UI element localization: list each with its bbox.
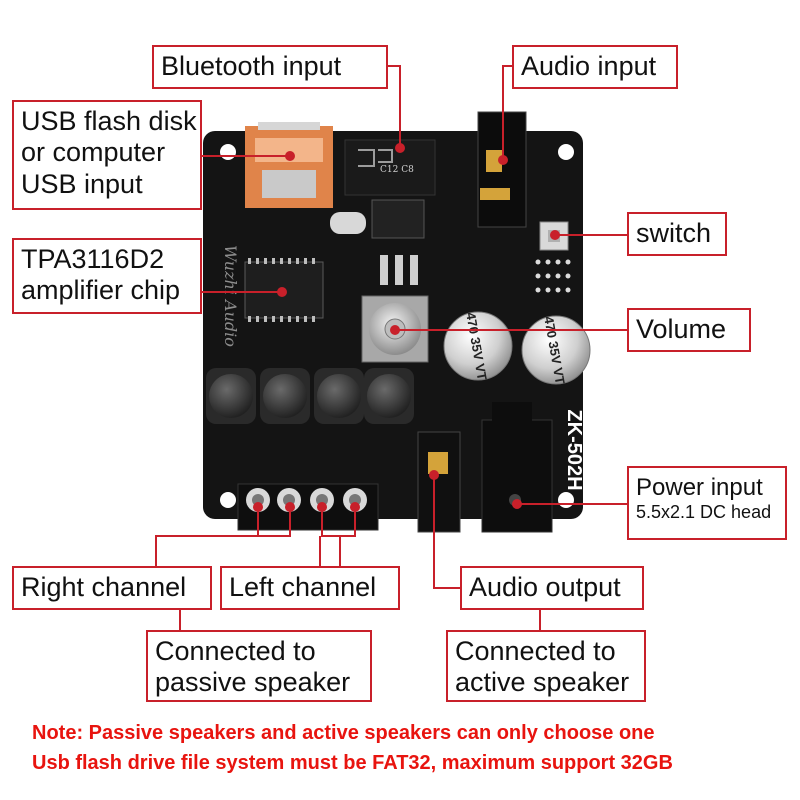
active-speaker-label: Connected to active speaker [446, 630, 646, 702]
svg-text:Wuzhi Audio: Wuzhi Audio [221, 245, 240, 347]
inductors [206, 368, 414, 424]
audio-output-jack [417, 431, 461, 533]
right-channel-label: Right channel [12, 566, 212, 610]
left-channel-label: Left channel [220, 566, 400, 610]
power-input-label: Power input 5.5x2.1 DC head [627, 466, 787, 540]
capacitor-2 [521, 315, 591, 385]
audio-input-label: Audio input [512, 45, 678, 89]
svg-text:C12 C8: C12 C8 [380, 165, 414, 175]
board-model: ZK-502H [563, 409, 585, 490]
amplifier-chip-label: TPA3116D2 amplifier chip [12, 238, 202, 314]
dc-power-jack [481, 419, 553, 533]
volume-label: Volume [627, 308, 751, 352]
leader-lines [155, 65, 627, 632]
note-line-2: Usb flash drive file system must be FAT3… [32, 752, 673, 774]
audio-output-label: Audio output [460, 566, 644, 610]
note-line-1: Note: Passive speakers and active speake… [32, 722, 655, 744]
passive-speaker-label: Connected to passive speaker [146, 630, 372, 702]
usb-input-label: USB flash disk or computer USB input [12, 100, 202, 210]
switch-label: switch [627, 212, 727, 256]
bluetooth-input-label: Bluetooth input [152, 45, 388, 89]
